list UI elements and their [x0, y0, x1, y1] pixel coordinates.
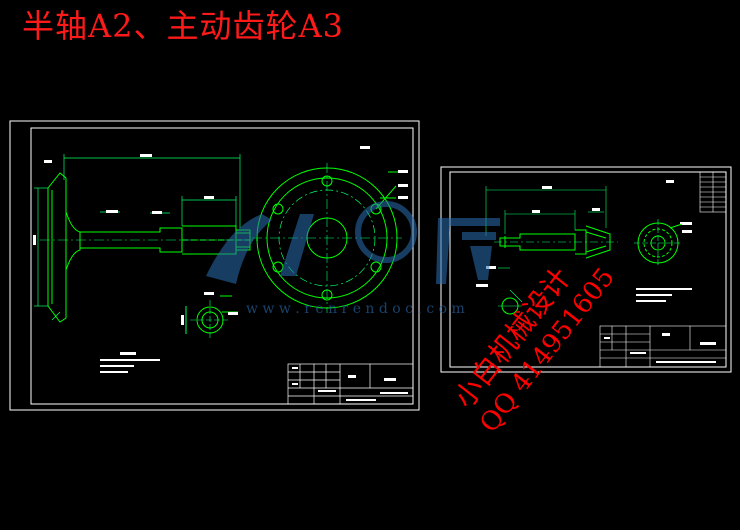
flange-callout-2: [398, 184, 408, 187]
flange-view-label: [360, 146, 370, 149]
dim-label-flange: [33, 235, 36, 245]
gear-section: [498, 297, 522, 315]
gear-end-view: [634, 219, 683, 267]
flange-end-view: [252, 163, 402, 313]
spline-labels: [181, 292, 238, 325]
spline-label-1: [204, 292, 214, 295]
spline-section: [185, 295, 238, 340]
flange-labels: [360, 146, 408, 199]
flange-callout-3: [398, 196, 408, 199]
sheet-outer-border: [9, 120, 420, 411]
dim-label-length: [140, 154, 152, 157]
spline-label-2: [228, 312, 238, 315]
red-stamp: 小白机械设计 QQ 414951605: [448, 262, 621, 439]
title-block-2-text: [604, 333, 716, 363]
title-block-1: [287, 363, 414, 405]
dim-label-small: [44, 160, 52, 163]
tech-notes: [100, 352, 160, 373]
shaft-dimensions: [34, 154, 241, 321]
gear-parameter-table: [699, 171, 727, 213]
sheet-inner-border: [30, 127, 414, 405]
sheet-driving-gear[interactable]: [440, 166, 732, 373]
gear-tech-notes: [636, 288, 692, 302]
gear-dimensions: [485, 186, 607, 303]
watermark-logo: [206, 201, 500, 284]
page-title: 半轴A2、主动齿轮A3: [22, 7, 344, 45]
title-block-1-text: [292, 367, 408, 401]
gear-shaft-view: [494, 225, 618, 259]
flange-callout-1: [398, 170, 408, 173]
dim-label-dia: [106, 210, 118, 213]
spline-label-3: [181, 315, 184, 325]
watermark-site-text: w w w . r e n r e n d o c . c o m: [246, 301, 465, 317]
sheet2-inner-border: [449, 171, 727, 368]
title-block-2: [599, 325, 727, 368]
sheet-half-shaft[interactable]: [9, 120, 420, 411]
dim-label-dia2: [152, 211, 162, 214]
gear-dim-labels: [476, 180, 692, 287]
shaft-dim-labels: [33, 154, 214, 245]
dim-label-spline: [204, 196, 214, 199]
